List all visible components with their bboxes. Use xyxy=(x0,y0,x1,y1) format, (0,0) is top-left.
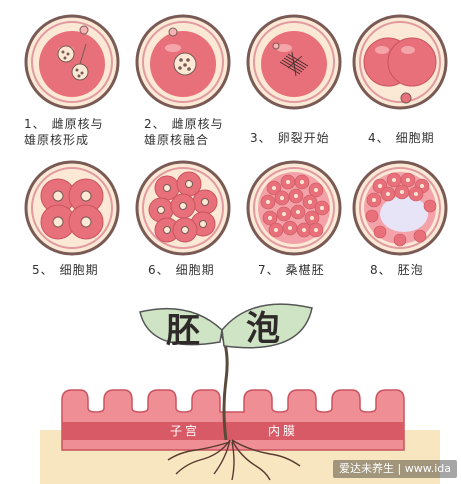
stage-1-label-line1: 雌原核与 xyxy=(51,117,104,131)
stage-5-label: 5、细胞期 xyxy=(32,262,99,278)
stage-7-label-line1: 桑椹胚 xyxy=(285,263,325,277)
uterus-band xyxy=(62,422,404,440)
stage-4-number: 4、 xyxy=(368,131,390,145)
stage-5-label-line1: 细胞期 xyxy=(59,263,99,277)
stage-4-label: 4、细胞期 xyxy=(368,130,435,146)
stage-7-label: 7、桑椹胚 xyxy=(258,262,325,278)
stage-2-svg xyxy=(135,14,231,110)
stage-1-svg xyxy=(24,14,120,110)
stage-8-image xyxy=(350,158,450,258)
stage-5-svg xyxy=(24,160,120,256)
stage-8-svg xyxy=(352,160,448,256)
stage-3-image xyxy=(244,12,344,112)
stage-3-label-line1: 卵裂开始 xyxy=(277,131,330,145)
stage-4-svg xyxy=(352,14,448,110)
stage-1-label: 1、雌原核与 雄原核形成 xyxy=(24,116,104,148)
uterus-label-right: 内膜 xyxy=(268,424,298,438)
stage-8-label-line1: 胚泡 xyxy=(397,263,424,277)
stage-2-label-line1: 雌原核与 xyxy=(171,117,224,131)
uterus-label-left: 子宫 xyxy=(170,423,200,438)
stage-1-number: 1、 xyxy=(24,117,46,131)
stage-8-number: 8、 xyxy=(370,263,392,277)
stage-7-number: 7、 xyxy=(258,263,280,277)
roots xyxy=(167,439,301,481)
right-leaf xyxy=(221,303,313,349)
stage-4-image xyxy=(350,12,450,112)
stage-2-image xyxy=(133,12,233,112)
stage-6-number: 6、 xyxy=(148,263,170,277)
stage-2-label: 2、雌原核与 雄原核融合 xyxy=(144,116,224,148)
stage-6-image xyxy=(133,158,233,258)
stage-7-svg xyxy=(246,160,342,256)
stage-5-image xyxy=(22,158,122,258)
stage-1-image xyxy=(22,12,122,112)
stage-8-label: 8、胚泡 xyxy=(370,262,424,278)
stage-3-label: 3、卵裂开始 xyxy=(250,130,330,146)
leaf-text-right: 泡 xyxy=(246,309,280,349)
stage-3-number: 3、 xyxy=(250,131,272,145)
stage-2-number: 2、 xyxy=(144,117,166,131)
stage-7-image xyxy=(244,158,344,258)
stage-3-svg xyxy=(246,14,342,110)
stage-6-label-line1: 细胞期 xyxy=(175,263,215,277)
left-leaf xyxy=(139,307,223,346)
watermark: 爱达未养生 | www.ida xyxy=(333,460,457,478)
stage-2-label-line2: 雄原核融合 xyxy=(144,133,210,147)
stage-6-svg xyxy=(135,160,231,256)
leaf-text-left: 胚 xyxy=(166,311,200,351)
stage-5-number: 5、 xyxy=(32,263,54,277)
stage-6-label: 6、细胞期 xyxy=(148,262,215,278)
stage-1-label-line2: 雄原核形成 xyxy=(24,133,90,147)
stage-4-label-line1: 细胞期 xyxy=(395,131,435,145)
sprout-uterus-illustration: 胚 泡 子宫 内膜 xyxy=(40,303,440,484)
